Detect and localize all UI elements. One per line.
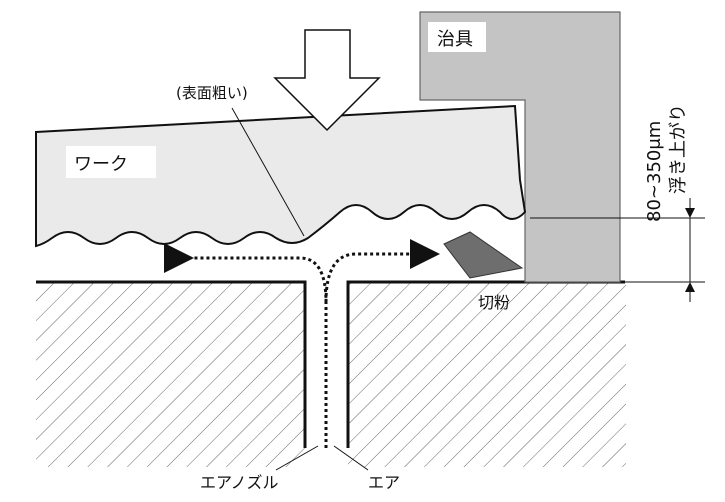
base-left-hatched	[36, 282, 305, 467]
air-label: エア	[368, 473, 400, 492]
lift-label: 浮き上がり	[668, 104, 689, 194]
leader-air-nozzle	[275, 445, 319, 471]
jig	[419, 11, 621, 283]
work-piece	[35, 104, 527, 248]
press-arrow	[273, 29, 381, 132]
chip-particle	[443, 231, 524, 279]
chips-label: 切粉	[478, 293, 510, 312]
jig-label-box	[428, 22, 486, 52]
work-label: ワーク	[74, 154, 128, 175]
leader-surface-rough	[231, 107, 305, 237]
surface-rough-label: (表面粗い)	[176, 84, 248, 102]
air-nozzle-label: エアノズル	[200, 473, 279, 492]
leader-air	[333, 445, 369, 471]
lift-range-label: 80~350μm	[644, 121, 665, 222]
work-label-box	[66, 146, 156, 178]
base-left-outline	[36, 280, 307, 448]
jig-label: 治具	[437, 29, 473, 50]
base-right-hatched	[348, 282, 626, 467]
